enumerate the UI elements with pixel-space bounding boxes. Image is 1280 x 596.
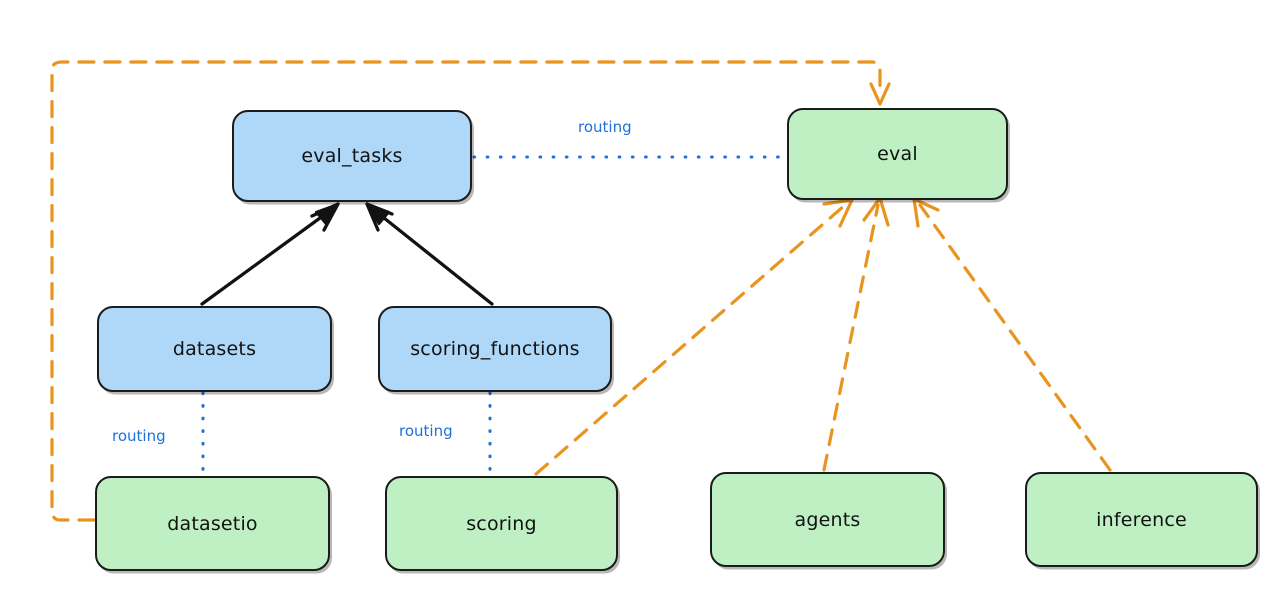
node-eval[interactable]: eval: [787, 108, 1008, 200]
node-scoring[interactable]: scoring: [385, 476, 618, 571]
dependency-edge-agents-eval: [822, 196, 890, 472]
node-eval-tasks[interactable]: eval_tasks: [232, 110, 472, 202]
node-label-scoring-functions: scoring_functions: [410, 338, 580, 360]
node-label-scoring: scoring: [466, 512, 537, 535]
edge-label-routing-scoring: routing: [399, 422, 453, 440]
node-inference[interactable]: inference: [1025, 472, 1258, 567]
node-label-agents: agents: [794, 508, 861, 531]
node-datasetio[interactable]: datasetio: [95, 476, 330, 571]
node-label-datasets: datasets: [172, 338, 257, 360]
node-scoring-functions[interactable]: scoring_functions: [378, 306, 612, 392]
dependency-edge-inference-eval: [912, 197, 1112, 472]
dependency-edge-scoring_functions-eval_tasks: [365, 202, 494, 306]
node-label-eval-tasks: eval_tasks: [301, 145, 403, 167]
node-label-inference: inference: [1096, 508, 1187, 531]
edge-label-routing-eval: routing: [578, 118, 632, 136]
dependency-edge-datasets-eval_tasks: [200, 202, 340, 306]
node-agents[interactable]: agents: [710, 472, 945, 567]
node-label-eval: eval: [877, 143, 918, 165]
node-label-datasetio: datasetio: [167, 512, 258, 535]
node-datasets[interactable]: datasets: [97, 306, 332, 392]
edge-label-routing-datasetio: routing: [112, 427, 166, 445]
